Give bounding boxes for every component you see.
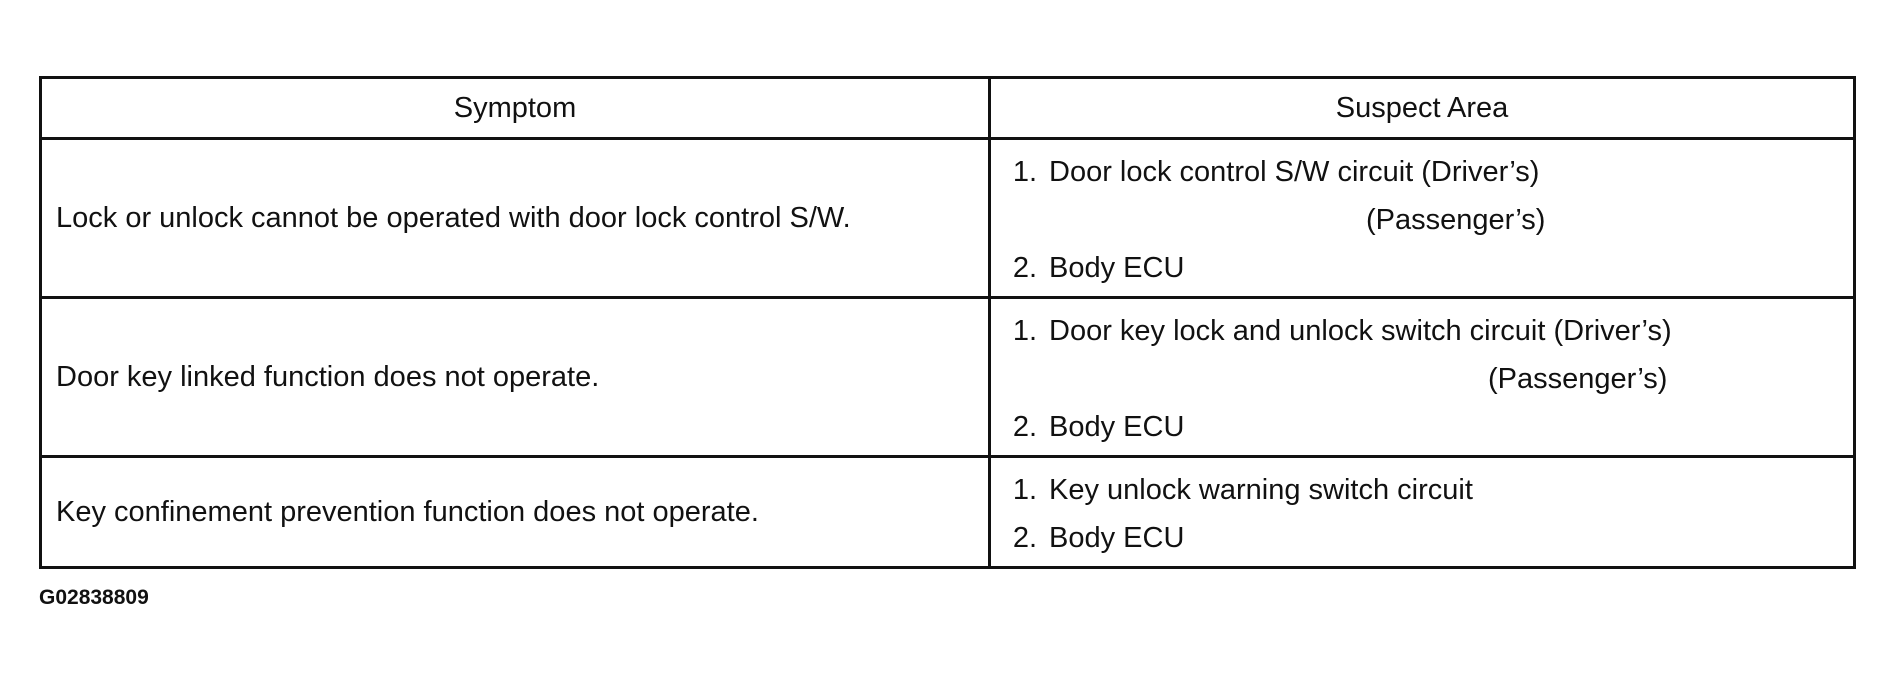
item-continuation: (Passenger’s) (1488, 363, 1668, 395)
symptom-table: Symptom Suspect Area Lock or unlock cann… (39, 76, 1856, 569)
item-continuation: (Passenger’s) (1366, 204, 1546, 236)
item-text: Body ECU (1049, 411, 1185, 443)
item-text: Door lock control S/W circuit (Driver’s) (1049, 156, 1540, 188)
symptom-table-container: Symptom Suspect Area Lock or unlock cann… (39, 76, 1856, 569)
figure-id: G02838809 (39, 586, 149, 609)
item-number: 1. (1012, 156, 1037, 188)
symptom-cell: Door key linked function does not operat… (39, 296, 991, 458)
suspect-area-item: 1. Door key lock and unlock switch circu… (991, 307, 1853, 355)
item-number: 1. (1012, 474, 1037, 506)
suspect-area-item: 2. Body ECU (991, 514, 1853, 562)
symptom-cell: Key confinement prevention function does… (39, 455, 991, 569)
item-text: Door key lock and unlock switch circuit … (1049, 315, 1672, 347)
suspect-area-cell: 1. Door key lock and unlock switch circu… (988, 296, 1856, 458)
suspect-area-item: 2. Body ECU (991, 244, 1853, 292)
table-header-row: Symptom Suspect Area (39, 76, 1856, 140)
suspect-area-item: 1. Door lock control S/W circuit (Driver… (991, 148, 1853, 196)
item-number: 2. (1012, 411, 1037, 443)
suspect-area-item: 1. Key unlock warning switch circuit (991, 466, 1853, 514)
item-number: 2. (1012, 252, 1037, 284)
item-text: Key unlock warning switch circuit (1049, 474, 1473, 506)
suspect-area-item: 2. Body ECU (991, 403, 1853, 451)
item-number: 2. (1012, 522, 1037, 554)
header-symptom: Symptom (39, 76, 991, 140)
header-suspect-area: Suspect Area (988, 76, 1856, 140)
suspect-area-cell: 1. Door lock control S/W circuit (Driver… (988, 137, 1856, 299)
table-row: Lock or unlock cannot be operated with d… (39, 137, 1856, 299)
suspect-area-cell: 1. Key unlock warning switch circuit 2. … (988, 455, 1856, 569)
item-text: Body ECU (1049, 252, 1185, 284)
symptom-cell: Lock or unlock cannot be operated with d… (39, 137, 991, 299)
table-row: Door key linked function does not operat… (39, 296, 1856, 458)
table-row: Key confinement prevention function does… (39, 455, 1856, 569)
item-text: Body ECU (1049, 522, 1185, 554)
item-number: 1. (1012, 315, 1037, 347)
